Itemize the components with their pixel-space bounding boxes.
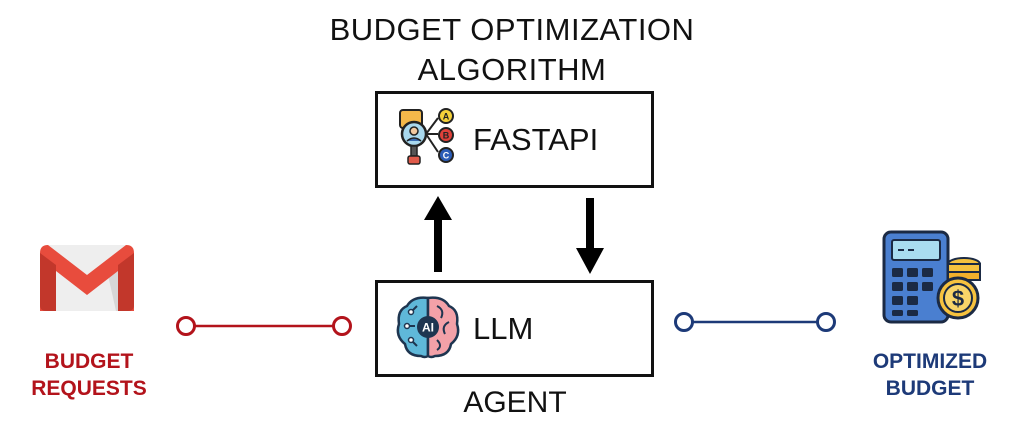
optimized-budget-line-2: BUDGET [885,377,975,400]
ai-badge-label: AI [422,321,434,335]
arrow-up-icon [424,196,452,272]
fastapi-label: FASTAPI [473,122,599,157]
output-connector [674,312,836,332]
decision-tree-icon: A B C [399,108,454,165]
budget-requests-line-2: REQUESTS [31,377,147,400]
diagram-title-line-2: ALGORITHM [417,52,607,87]
node-a-label: A [443,112,450,122]
node-b-label: B [443,131,450,141]
diagram-title-line-1: BUDGET OPTIMIZATION [329,12,695,47]
budget-requests-line-1: BUDGET [44,350,134,373]
coin-dollar-symbol: $ [952,286,964,311]
arrow-down-icon [576,198,604,274]
llm-label: LLM [473,311,534,346]
agent-label: AGENT [463,386,567,419]
calculator-coins-icon: $ [882,230,981,324]
node-c-label: C [443,151,450,161]
input-connector [176,316,352,336]
gmail-icon [40,245,134,311]
llm-box [375,280,654,377]
ai-brain-icon: AI [396,296,460,359]
budget-requests-label: BUDGET REQUESTS [4,348,174,402]
optimized-budget-line-1: OPTIMIZED [872,350,988,373]
optimized-budget-label: OPTIMIZED BUDGET [845,348,1015,402]
